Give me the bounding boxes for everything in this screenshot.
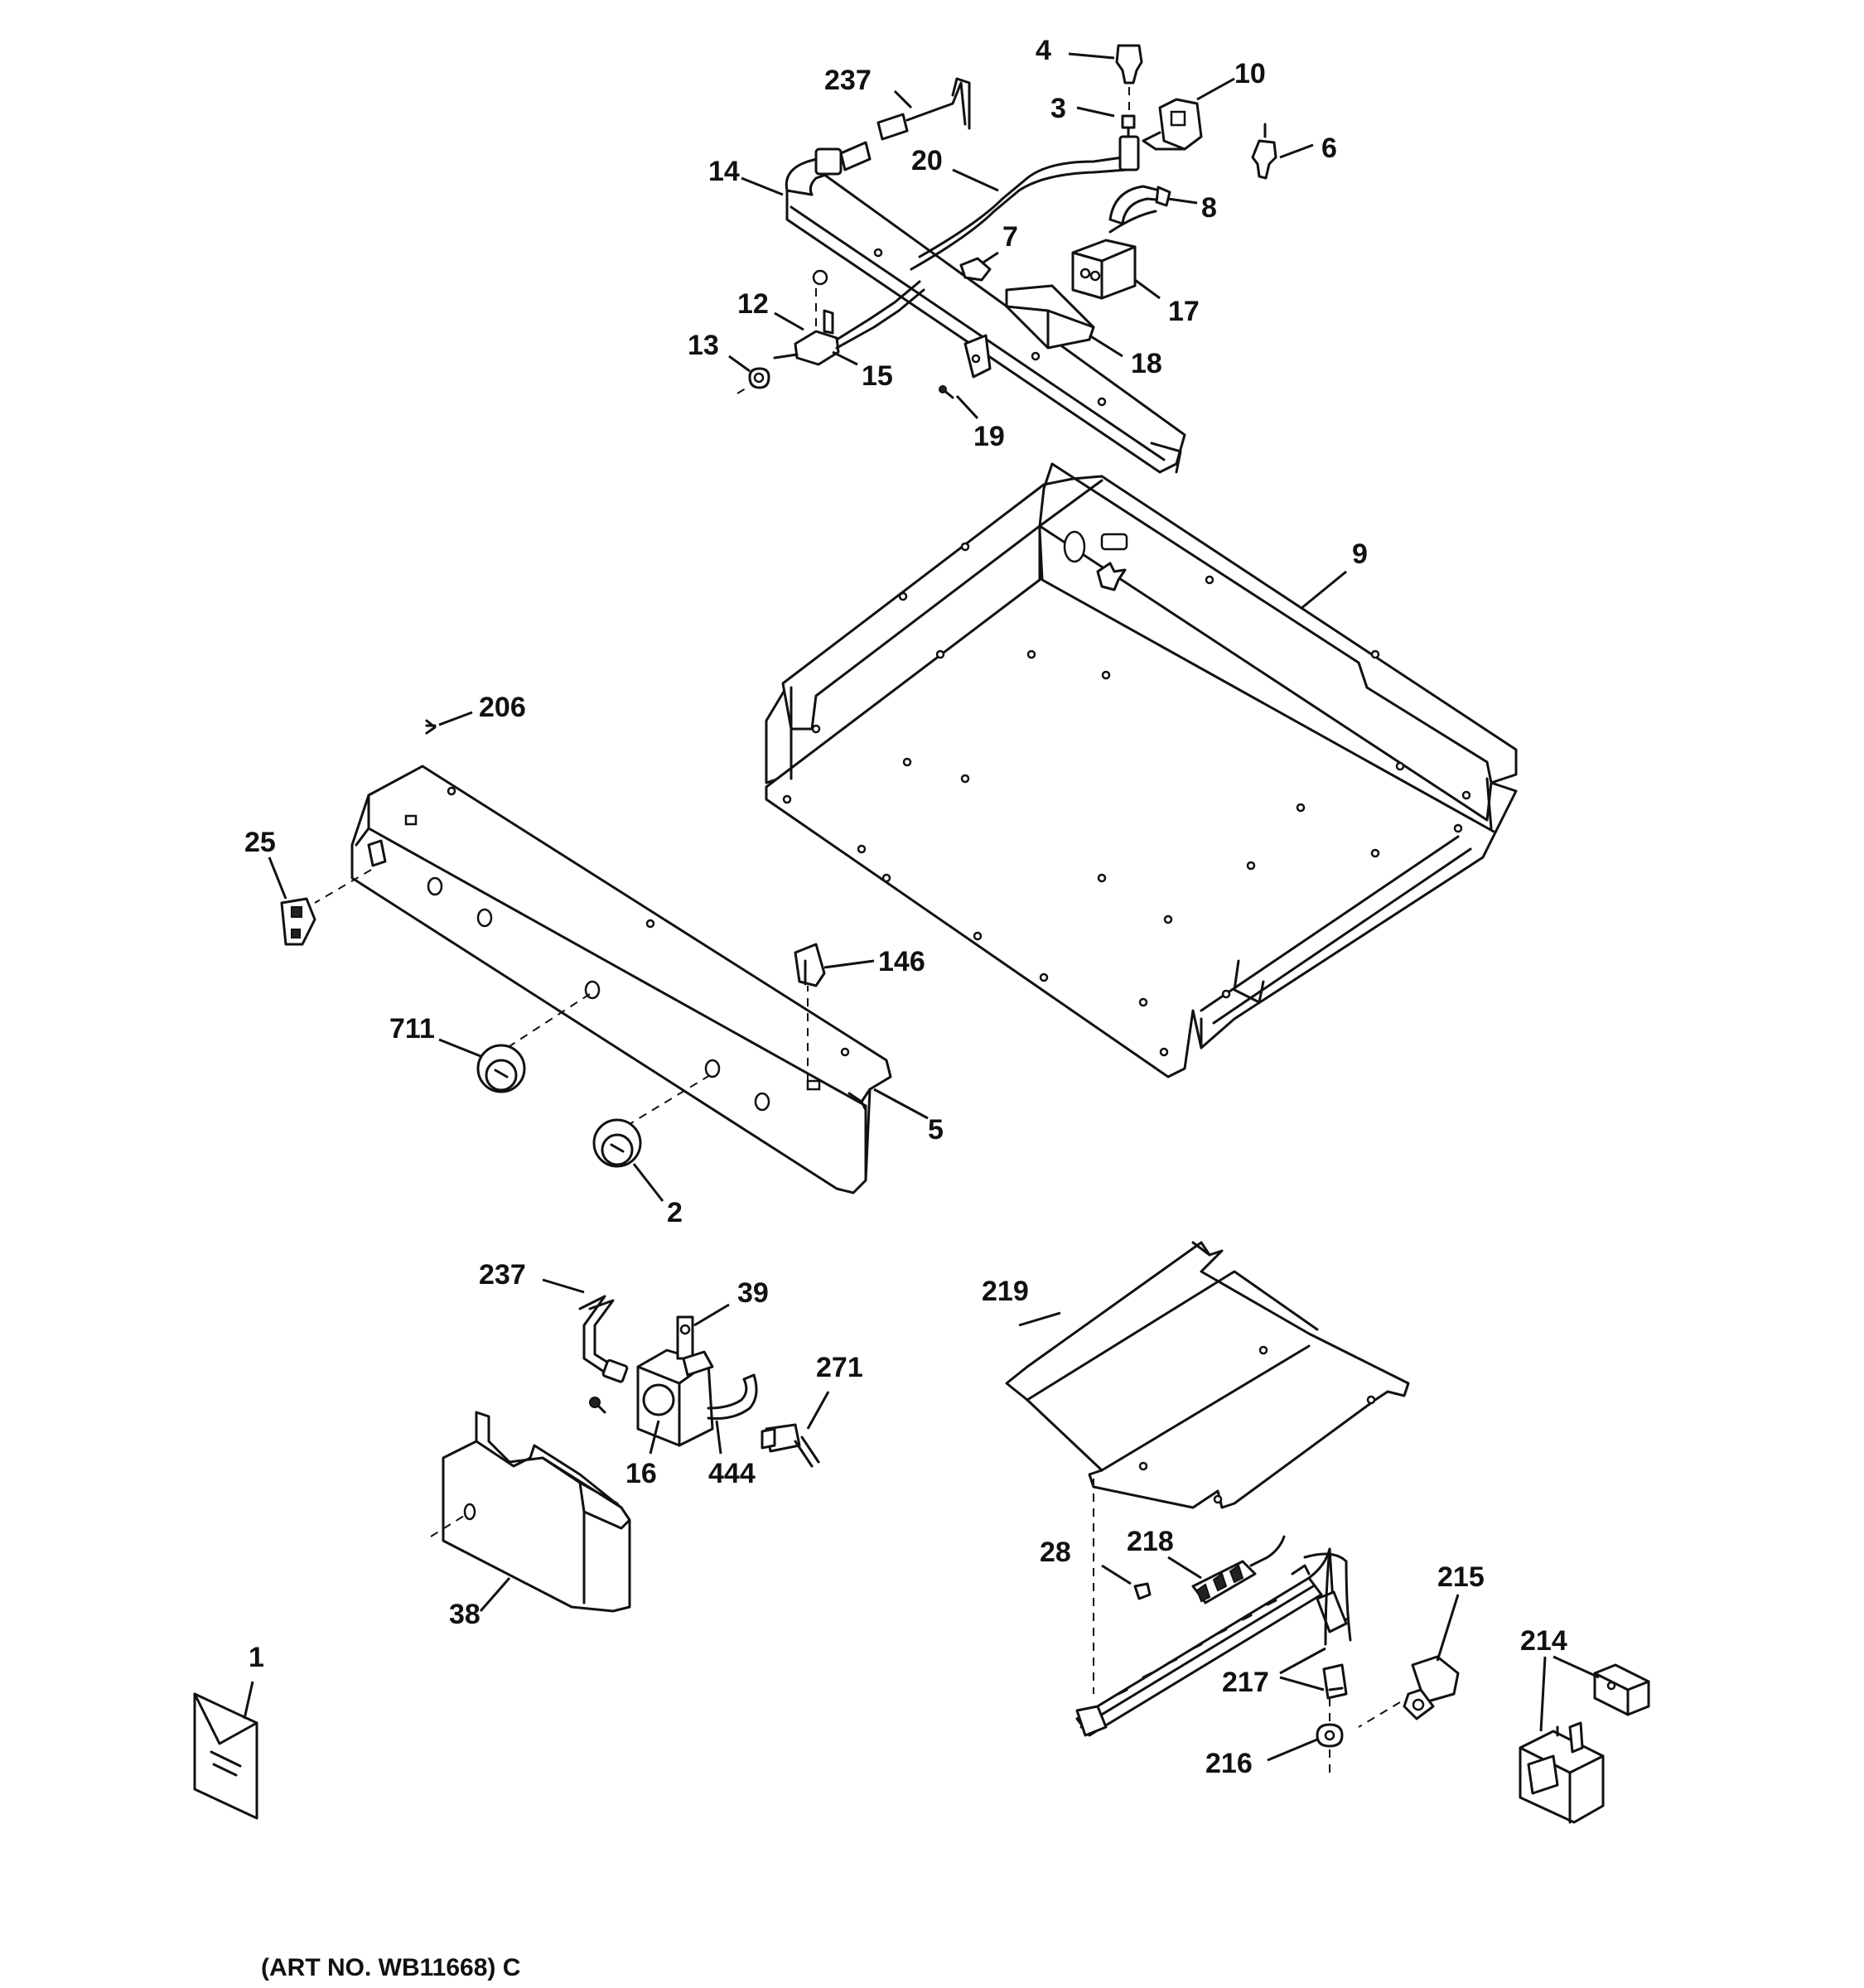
callout-15: 15: [862, 360, 893, 392]
callout-39: 39: [737, 1277, 769, 1309]
callout-5: 5: [928, 1114, 944, 1146]
pressure-regulator-assembly: [578, 1295, 820, 1468]
art-number-footer: (ART NO. WB11668) C: [261, 1954, 520, 1981]
callout-3: 3: [1050, 93, 1066, 124]
callout-217: 217: [1222, 1667, 1269, 1698]
knob-711: [476, 1044, 526, 1093]
callout-19: 19: [973, 421, 1005, 452]
callout-9: 9: [1352, 538, 1368, 570]
burner-baffle-219: [1005, 1241, 1410, 1694]
callout-10: 10: [1234, 58, 1266, 89]
callout-12: 12: [737, 288, 769, 320]
manifold-assembly: [736, 44, 1277, 474]
callout-146: 146: [878, 946, 925, 977]
callout-20: 20: [911, 145, 943, 176]
callout-1: 1: [249, 1642, 264, 1673]
regulator-cover-38: [430, 1411, 631, 1613]
box-screw-holes: [782, 542, 1471, 1057]
callout-18: 18: [1131, 348, 1162, 379]
callout-219: 219: [982, 1276, 1029, 1307]
screw-206: [425, 719, 437, 735]
callout-711: 711: [389, 1013, 435, 1045]
oven-burner-assembly: [1075, 1535, 1352, 1773]
bracket-215: [1358, 1655, 1460, 1728]
callout-237-lower: 237: [479, 1259, 526, 1291]
clip-25: [280, 897, 316, 946]
callout-216: 216: [1205, 1748, 1253, 1779]
callout-215: 215: [1437, 1561, 1485, 1593]
callout-214: 214: [1520, 1625, 1567, 1657]
callout-16: 16: [625, 1458, 657, 1489]
knob-2: [592, 1118, 642, 1168]
callout-4: 4: [1036, 35, 1051, 66]
safety-valve-214: [1519, 1663, 1650, 1824]
callout-14: 14: [708, 156, 740, 187]
callout-206: 206: [479, 692, 526, 723]
callout-labels: 4 237 3 10 6 14 20 8 7 17 12 13 15 18 19…: [244, 35, 1567, 1779]
callout-271: 271: [816, 1352, 863, 1383]
callout-2: 2: [667, 1197, 683, 1228]
control-panel: [314, 765, 892, 1194]
burner-box: [765, 462, 1518, 1078]
callout-6: 6: [1321, 133, 1337, 164]
leader-lines: [243, 52, 1600, 1762]
callout-7: 7: [1002, 221, 1018, 253]
callout-237: 237: [824, 65, 872, 96]
callout-8: 8: [1201, 192, 1217, 224]
bracket-146: [794, 943, 826, 987]
callout-444: 444: [708, 1458, 756, 1489]
callout-13: 13: [688, 330, 719, 361]
literature-envelope-1: [193, 1692, 258, 1820]
callout-17: 17: [1168, 296, 1200, 327]
callout-38: 38: [449, 1599, 480, 1630]
callout-218: 218: [1127, 1526, 1174, 1557]
callout-25: 25: [244, 827, 276, 858]
callout-28: 28: [1040, 1537, 1071, 1568]
